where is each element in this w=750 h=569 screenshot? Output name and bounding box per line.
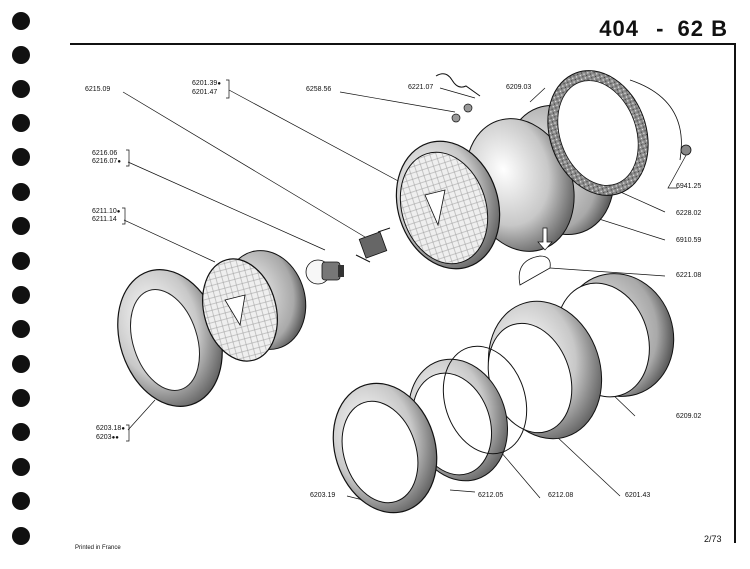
binder-hole xyxy=(12,12,30,30)
wire-spring xyxy=(435,73,481,97)
leader-line xyxy=(449,489,476,493)
binder-hole xyxy=(12,252,30,270)
binder-hole xyxy=(12,492,30,510)
part-number-text: 6209.02 xyxy=(676,413,702,420)
part-label-6203: 6203●● xyxy=(96,434,119,442)
part-label-6221-08: 6221.08 xyxy=(676,272,701,280)
right-border-rule xyxy=(734,43,736,543)
cover-flap xyxy=(518,255,551,286)
part-number-text: 6228.02 xyxy=(676,210,702,217)
leader-line xyxy=(529,87,546,103)
part-label-6201-47: 6201.47 xyxy=(192,89,217,97)
part-label-6209-03: 6209.03 xyxy=(506,84,531,92)
part-label-6216-06: 6216.06 xyxy=(92,150,117,158)
part-label-6910-59: 6910.59 xyxy=(676,237,701,245)
part-label-6212-05: 6212.05 xyxy=(478,492,503,500)
page-title: 404 - 62 B xyxy=(599,16,728,42)
part-number-text: 6203.19 xyxy=(310,492,336,499)
part-number-text: 6209.03 xyxy=(506,84,532,91)
part-number-text: 6258.56 xyxy=(306,86,332,93)
part-mark: ● xyxy=(117,159,121,165)
binder-hole xyxy=(12,389,30,407)
page-number: 2/73 xyxy=(704,534,722,544)
part-label-6215-09: 6215.09 xyxy=(85,86,110,94)
binder-hole xyxy=(12,286,30,304)
part-number-text: 6221.08 xyxy=(676,272,702,279)
leader-line xyxy=(228,89,416,191)
part-number-text: 6910.59 xyxy=(676,237,702,244)
part-label-6211-10: 6211.10● xyxy=(92,208,120,216)
part-number-text: 6215.09 xyxy=(85,86,111,93)
part-number-text: 6203 xyxy=(96,434,112,441)
part-number-text: 6212.08 xyxy=(548,492,574,499)
part-label-6211-14: 6211.14 xyxy=(92,216,117,224)
part-label-6941-25: 6941.25 xyxy=(676,183,701,191)
part-label-6221-07: 6221.07 xyxy=(408,84,433,92)
adjusting-screw xyxy=(680,144,692,156)
part-label-6201-39: 6201.39● xyxy=(192,80,221,88)
part-label-6209-02: 6209.02 xyxy=(676,413,701,421)
part-number-text: 6211.10 xyxy=(92,208,117,215)
binder-hole xyxy=(12,148,30,166)
model-code: 404 xyxy=(599,16,639,41)
part-label-6212-08: 6212.08 xyxy=(548,492,573,500)
part-label-6203-18: 6203.18● xyxy=(96,425,125,433)
part-number-text: 6201.39 xyxy=(192,80,218,87)
leader-line xyxy=(554,434,621,497)
part-number-text: 6201.47 xyxy=(192,89,218,96)
part-label-6203-19: 6203.19 xyxy=(310,492,335,500)
binder-hole xyxy=(12,183,30,201)
title-separator: - xyxy=(656,16,665,41)
part-number-text: 6211.14 xyxy=(92,216,117,223)
binder-hole xyxy=(12,423,30,441)
part-mark: ● xyxy=(217,81,221,87)
leader-line xyxy=(122,91,376,244)
leader-line xyxy=(123,219,216,263)
leader-line xyxy=(127,161,326,251)
left-bezel-ring xyxy=(117,269,223,407)
assembly-arrow xyxy=(537,227,553,251)
bulb xyxy=(305,259,344,285)
section-code: 62 B xyxy=(677,16,728,41)
binder-hole xyxy=(12,217,30,235)
binder-hole xyxy=(12,527,30,545)
gasket-ring xyxy=(547,70,682,196)
part-label-6201-43: 6201.43 xyxy=(625,492,650,500)
leader-line xyxy=(667,147,691,189)
binder-hole xyxy=(12,114,30,132)
binder-hole xyxy=(12,355,30,373)
part-label-6216-07: 6216.07● xyxy=(92,158,121,166)
bulb-socket xyxy=(355,227,391,263)
part-label-6228-02: 6228.02 xyxy=(676,210,701,218)
large-front-bezel xyxy=(332,382,438,514)
leader-line xyxy=(549,267,666,277)
part-number-text: 6212.05 xyxy=(478,492,504,499)
part-mark: ● xyxy=(116,209,121,215)
part-number-text: 6216.07 xyxy=(92,158,118,165)
part-number-text: 6941.25 xyxy=(676,183,702,190)
printed-note: Printed in France xyxy=(75,545,121,551)
part-mark: ●● xyxy=(111,435,119,441)
binder-hole xyxy=(12,46,30,64)
binder-hole xyxy=(12,458,30,476)
part-number-text: 6216.06 xyxy=(92,150,118,157)
part-number-text: 6221.07 xyxy=(408,84,434,91)
left-lamp-unit xyxy=(202,250,307,362)
binder-hole xyxy=(12,320,30,338)
part-number-text: 6203.18 xyxy=(96,425,122,432)
washers xyxy=(451,103,473,123)
part-label-6258-56: 6258.56 xyxy=(306,86,331,94)
part-number-text: 6201.43 xyxy=(625,492,651,499)
leader-line xyxy=(339,91,456,113)
header-rule xyxy=(70,43,735,45)
binder-hole xyxy=(12,80,30,98)
part-mark: ● xyxy=(121,426,125,432)
leader-line xyxy=(127,399,156,431)
leader-line xyxy=(439,87,476,99)
